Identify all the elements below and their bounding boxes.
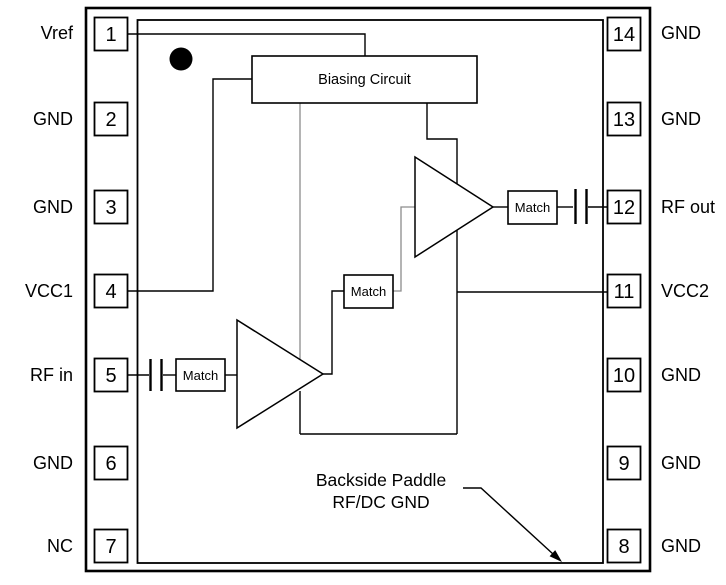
pin-number-6: 6 <box>105 453 116 475</box>
pin-box-7: 7 <box>93 528 129 564</box>
match-block-interstage: Match <box>343 274 394 309</box>
wire-vcc1-to-biasing <box>127 78 252 292</box>
biasing-circuit-label: Biasing Circuit <box>318 72 411 88</box>
pin-number-11: 11 <box>614 281 635 303</box>
wire-amp1-to-match-interstage <box>323 290 344 375</box>
pin1-indicator-dot-icon <box>169 47 193 71</box>
pin-box-12: 12 <box>606 189 642 225</box>
pin-box-13: 13 <box>606 101 642 137</box>
pin-number-3: 3 <box>105 197 116 219</box>
pin-box-1: 1 <box>93 16 129 52</box>
backside-paddle-line2: RF/DC GND <box>332 492 429 512</box>
match-interstage-label: Match <box>351 284 386 299</box>
pin-box-5: 5 <box>93 357 129 393</box>
biasing-circuit-block: Biasing Circuit <box>251 55 478 104</box>
pin-label-gnd-9: GND <box>661 453 701 473</box>
match-output-label: Match <box>515 200 550 215</box>
wire-match-interstage-to-amp2 <box>393 206 415 292</box>
pin-labels-left: Vref GND GND VCC1 RF in GND NC <box>25 23 74 556</box>
pin-label-vcc1: VCC1 <box>25 281 73 301</box>
pin-number-8: 8 <box>618 536 629 558</box>
pin-box-14: 14 <box>606 16 642 52</box>
pin-column-right: 14 13 12 11 10 9 8 <box>606 16 642 564</box>
amplifier-stage2-icon <box>414 155 495 259</box>
pin-number-13: 13 <box>613 109 635 131</box>
pin-box-2: 2 <box>93 101 129 137</box>
pin-label-gnd-14: GND <box>661 23 701 43</box>
pin-box-10: 10 <box>606 357 642 393</box>
pin-number-1: 1 <box>105 24 116 46</box>
pin-label-gnd-6: GND <box>33 453 73 473</box>
match-input-label: Match <box>183 368 218 383</box>
match-block-output: Match <box>507 190 558 225</box>
pin-number-10: 10 <box>613 365 635 387</box>
pin-number-14: 14 <box>613 24 635 46</box>
pin-label-vref: Vref <box>41 23 74 43</box>
pin-box-8: 8 <box>606 528 642 564</box>
pin-number-9: 9 <box>618 453 629 475</box>
input-dc-block-capacitor-icon <box>149 359 163 391</box>
wire-biasing-down-right <box>426 103 458 434</box>
pin-number-5: 5 <box>105 365 116 387</box>
pin-number-2: 2 <box>105 109 116 131</box>
pin-box-9: 9 <box>606 445 642 481</box>
pin-label-rfin: RF in <box>30 365 73 385</box>
backside-paddle-line1: Backside Paddle <box>316 470 446 490</box>
pin-number-4: 4 <box>105 281 116 303</box>
pin-box-11: 11 <box>606 273 642 309</box>
pin-label-vcc2: VCC2 <box>661 281 709 301</box>
pin-number-12: 12 <box>613 197 635 219</box>
pin-box-3: 3 <box>93 189 129 225</box>
pin-box-6: 6 <box>93 445 129 481</box>
package-outline <box>84 6 652 573</box>
match-block-input: Match <box>175 358 226 392</box>
pin-label-gnd-13: GND <box>661 109 701 129</box>
wire-pin1-to-biasing <box>127 33 366 56</box>
pin-labels-right: GND GND RF out VCC2 GND GND GND <box>661 23 715 556</box>
pin-label-nc: NC <box>47 536 73 556</box>
pin-label-rfout: RF out <box>661 197 715 217</box>
leader-arrowhead-icon <box>549 550 562 562</box>
output-dc-block-capacitor-icon <box>574 189 588 224</box>
amplifier-stage1-icon <box>236 318 325 430</box>
leader-line <box>463 487 554 555</box>
pin-label-gnd-3: GND <box>33 197 73 217</box>
pin-label-gnd-10: GND <box>661 365 701 385</box>
pin-label-gnd-2: GND <box>33 109 73 129</box>
pin-label-gnd-8: GND <box>661 536 701 556</box>
pin-number-7: 7 <box>105 536 116 558</box>
pin-column-left: 1 2 3 4 5 6 7 <box>93 16 129 564</box>
wires <box>127 33 607 435</box>
backside-paddle-annotation: Backside Paddle RF/DC GND <box>316 470 562 562</box>
pin-box-4: 4 <box>93 273 129 309</box>
